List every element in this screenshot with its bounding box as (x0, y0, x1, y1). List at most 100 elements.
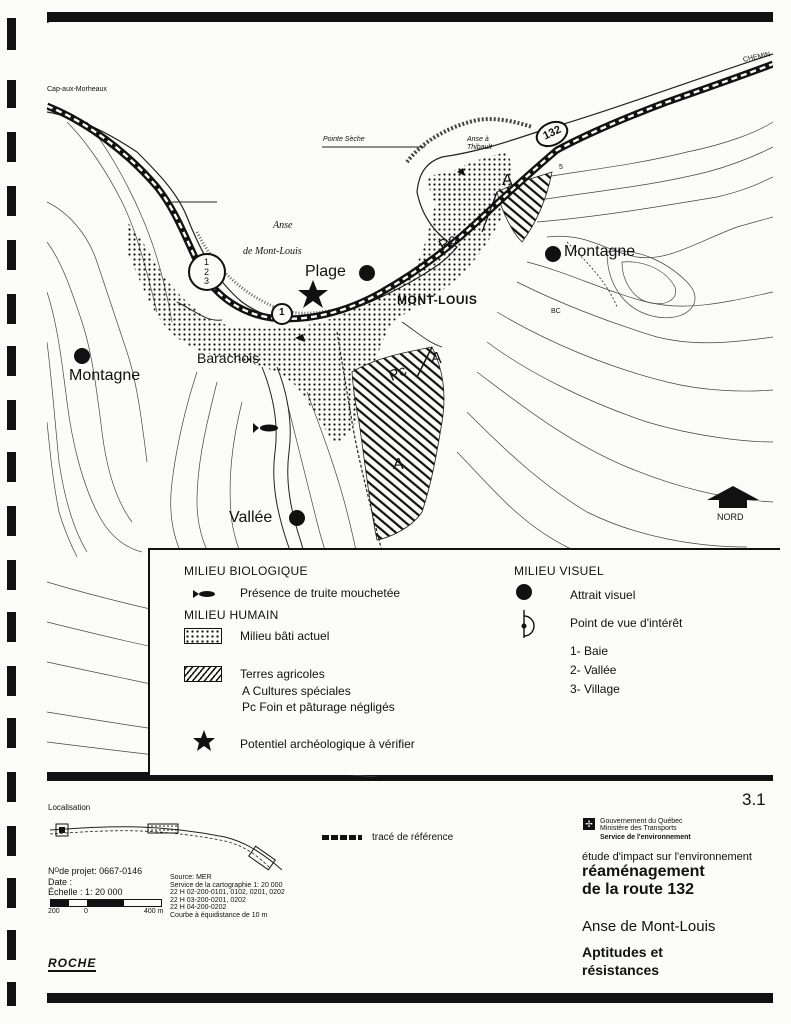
location-inset-map (50, 823, 283, 871)
attrait-vallee (289, 510, 305, 526)
archeology-star-icon (193, 730, 215, 751)
sea (47, 22, 773, 312)
top-rule (47, 12, 773, 23)
sheet-number: 3.1 (742, 790, 766, 809)
binder-mark (7, 452, 16, 482)
binder-mark (7, 506, 16, 536)
binder-mark (7, 240, 16, 270)
gov-service: Service de l'environnement (600, 834, 691, 841)
label-pointe-seche: Pointe Sèche (323, 136, 365, 143)
title-reamenagement: réaménagement (582, 863, 705, 880)
attrait-plage (359, 265, 375, 281)
legend: MILIEU BIOLOGIQUE Présence de truite mou… (148, 548, 780, 775)
legend-archeo: Potentiel archéologique à vérifier (240, 737, 415, 751)
trout-icon (193, 590, 215, 598)
viewpoint-123[interactable] (188, 253, 226, 291)
binder-mark (7, 982, 16, 1006)
label-cap: Cap-aux-Morheaux (47, 86, 107, 93)
farmland-swatch (184, 666, 222, 682)
built-area-east (427, 172, 472, 202)
trout-icon (253, 423, 278, 433)
attrait-montagne-ouest (74, 348, 90, 364)
legend-vue-3: 3- Village (570, 682, 620, 696)
legend-heading-biologique: MILIEU BIOLOGIQUE (184, 564, 308, 578)
label-montagne-est: Montagne (564, 243, 636, 260)
legend-vue-2: 2- Vallée (570, 663, 617, 677)
label-vallee: Vallée (229, 509, 273, 526)
label-a-middle: A (431, 350, 442, 367)
viewpoint-1[interactable] (271, 303, 293, 325)
localisation-label: Localisation (48, 803, 91, 812)
binder-mark (7, 400, 16, 430)
source-block: Source: MER Service de la cartographie 1… (170, 874, 285, 919)
title-route: de la route 132 (582, 881, 695, 898)
label-a-south: A (393, 456, 404, 473)
label-bc: BC (551, 308, 561, 315)
attrait-visuel-icon (516, 584, 532, 600)
legend-foin: Pc Foin et pâturage négligés (242, 700, 395, 714)
scale-ticks: 200 0 400 m (48, 908, 164, 915)
date-label: Date : (48, 877, 73, 887)
binder-mark (7, 346, 16, 376)
legend-point-vue: Point de vue d'intérêt (570, 616, 683, 630)
label-barachois: Barachois (197, 350, 260, 366)
binder-mark (7, 294, 16, 324)
binder-mark (7, 930, 16, 960)
label-anse: Anse (273, 220, 293, 231)
trace-symbol (322, 835, 362, 840)
legend-agricoles: Terres agricoles (240, 667, 325, 681)
binder-mark (7, 718, 16, 748)
middle-rule (47, 772, 773, 781)
label-contour-5: 5 (559, 164, 563, 171)
map-area[interactable]: Cap-aux-Morheaux Pointe Sèche Anse à Thi… (47, 22, 773, 777)
projet-number: Nᴼde projet: 0667-0146 (48, 866, 143, 876)
quebec-logo-icon: ✢ (583, 818, 595, 830)
gov-ministere: Ministère des Transports (600, 825, 677, 832)
binder-mark (7, 132, 16, 162)
binder-mark (7, 878, 16, 908)
label-viewpoint-1: 1 (279, 307, 285, 318)
label-viewpoint-123: 1 2 3 (204, 257, 210, 286)
legend-cultures: A Cultures spéciales (242, 684, 351, 698)
built-area (127, 152, 513, 442)
label-montagne-ouest: Montagne (69, 367, 141, 384)
gov-quebec: Gouvernement du Québec (600, 818, 683, 825)
roche-logo: ROCHE (48, 956, 97, 972)
attrait-montagne-est (545, 246, 561, 262)
river (261, 366, 300, 571)
label-anse-thibault: Anse à Thibault (467, 136, 492, 151)
scale-bar (50, 899, 162, 907)
echelle-label: Échelle : 1: 20 000 (48, 887, 123, 897)
legend-heading-humain: MILIEU HUMAIN (184, 608, 279, 622)
binder-mark (7, 612, 16, 642)
label-a-north: A (502, 172, 513, 189)
north-arrow-icon (707, 486, 759, 508)
viewpoint-icon (521, 610, 535, 638)
label-nord: NORD (717, 512, 744, 522)
binder-mark (7, 80, 16, 108)
binder-mark (7, 826, 16, 856)
legend-attrait: Attrait visuel (570, 588, 636, 602)
binder-mark (7, 772, 16, 802)
archeology-star (298, 280, 328, 308)
legend-bati: Milieu bâti actuel (240, 629, 330, 643)
place-name: Anse de Mont-Louis (582, 918, 716, 935)
route-shield (535, 120, 569, 148)
binder-mark (7, 560, 16, 590)
built-area-swatch (184, 628, 222, 644)
legend-heading-visuel: MILIEU VISUEL (514, 564, 604, 578)
legend-truite: Présence de truite mouchetée (240, 586, 401, 600)
legend-vue-1: 1- Baie (570, 644, 609, 658)
label-mont-louis: MONT-LOUIS (397, 293, 478, 307)
route-132[interactable] (47, 62, 773, 321)
binder-mark (7, 666, 16, 696)
subject-line-2: résistances (582, 962, 660, 978)
binder-mark (7, 18, 16, 50)
label-de-mont-louis: de Mont-Louis (243, 246, 302, 257)
subject-line-1: Aptitudes et (582, 944, 663, 960)
label-plage: Plage (305, 263, 346, 280)
binder-mark (7, 186, 16, 216)
bottom-rule (47, 993, 773, 1003)
map-canvas (47, 22, 773, 777)
etude-label: étude d'impact sur l'environnement (582, 851, 752, 863)
